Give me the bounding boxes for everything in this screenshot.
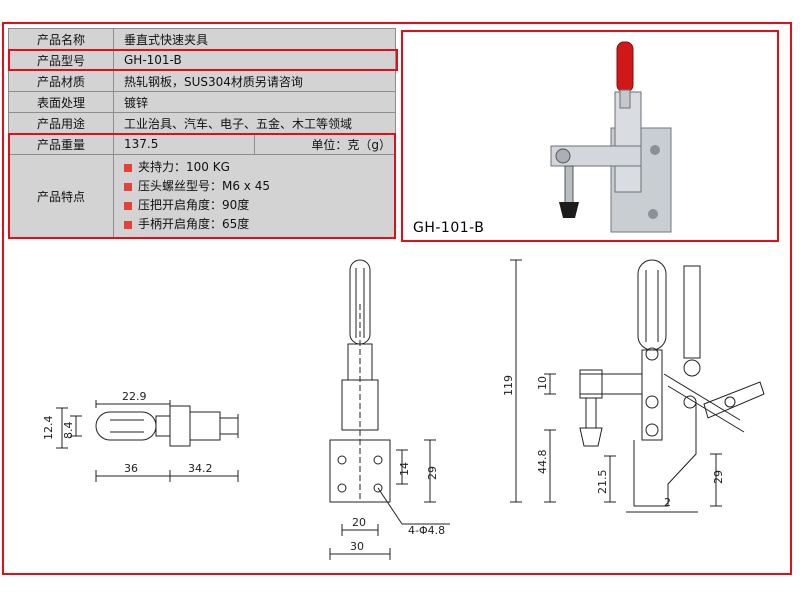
spec-label: 产品重量 xyxy=(8,133,114,155)
spec-label: 产品材质 xyxy=(8,70,114,92)
spec-value: 镀锌 xyxy=(113,91,396,113)
dim-top-8-4: 8.4 xyxy=(62,422,75,440)
dim-top-34-2: 34.2 xyxy=(188,462,213,475)
weight-value: 137.5 xyxy=(113,133,255,155)
top-view xyxy=(56,400,239,482)
side-view xyxy=(510,259,765,513)
product-photo-box: GH-101-B xyxy=(401,30,779,242)
product-photo: GH-101-B xyxy=(413,41,672,236)
feature-text: 压把开启角度：90度 xyxy=(138,198,250,212)
model-row-highlight xyxy=(8,49,398,71)
weight-unit: 单位：克（g） xyxy=(254,133,396,155)
bullet-square-icon xyxy=(124,163,132,172)
spec-row-weight: 产品重量 137.5 单位：克（g） xyxy=(8,133,396,155)
dim-front-14: 14 xyxy=(398,462,411,476)
dim-front-20: 20 xyxy=(352,516,366,529)
feature-item: 夹持力：100 KG xyxy=(124,158,391,177)
feature-text: 压头螺丝型号：M6 x 45 xyxy=(138,179,270,193)
spec-value: 垂直式快速夹具 xyxy=(113,28,396,50)
feature-text: 手柄开启角度：65度 xyxy=(138,217,250,231)
dim-side-44-8: 44.8 xyxy=(536,450,549,475)
spec-value: 工业治具、汽车、电子、五金、木工等领域 xyxy=(113,112,396,134)
dim-side-10: 10 xyxy=(536,376,549,390)
features-cell: 夹持力：100 KG 压头螺丝型号：M6 x 45 压把开启角度：90度 手柄开… xyxy=(113,154,396,238)
front-view-labels: 14 29 20 30 4-Φ4.8 xyxy=(350,462,445,553)
weight-features-highlight xyxy=(8,133,396,239)
dim-side-2: 2 xyxy=(664,496,671,509)
spec-value: 热轧钢板，SUS304材质另请咨询 xyxy=(113,70,396,92)
bullet-square-icon xyxy=(124,182,132,191)
feature-list: 夹持力：100 KG 压头螺丝型号：M6 x 45 压把开启角度：90度 手柄开… xyxy=(124,158,391,234)
outer-frame xyxy=(2,22,792,575)
dim-top-22-9: 22.9 xyxy=(122,390,147,403)
feature-text: 夹持力：100 KG xyxy=(138,160,230,174)
top-view-labels: 22.9 12.4 8.4 36 34.2 xyxy=(42,390,213,475)
bullet-square-icon xyxy=(124,220,132,229)
dim-front-29: 29 xyxy=(426,466,439,480)
feature-item: 压把开启角度：90度 xyxy=(124,196,391,215)
dim-side-21-5: 21.5 xyxy=(596,470,609,495)
dim-front-30: 30 xyxy=(350,540,364,553)
spec-row-material: 产品材质 热轧钢板，SUS304材质另请咨询 xyxy=(8,70,396,92)
front-view xyxy=(329,259,450,560)
bullet-square-icon xyxy=(124,201,132,210)
feature-item: 手柄开启角度：65度 xyxy=(124,215,391,234)
spec-row-usage: 产品用途 工业治具、汽车、电子、五金、木工等领域 xyxy=(8,112,396,134)
dim-front-hole: 4-Φ4.8 xyxy=(408,524,445,537)
dim-side-119: 119 xyxy=(502,375,515,396)
spec-label: 产品用途 xyxy=(8,112,114,134)
dim-top-36: 36 xyxy=(124,462,138,475)
photo-caption: GH-101-B xyxy=(413,220,484,236)
dim-top-12-4: 12.4 xyxy=(42,416,55,441)
spec-row-name: 产品名称 垂直式快速夹具 xyxy=(8,28,396,50)
feature-item: 压头螺丝型号：M6 x 45 xyxy=(124,177,391,196)
spec-label: 表面处理 xyxy=(8,91,114,113)
dim-side-29: 29 xyxy=(712,470,725,484)
spec-row-finish: 表面处理 镀锌 xyxy=(8,91,396,113)
spec-row-features: 产品特点 夹持力：100 KG 压头螺丝型号：M6 x 45 压把开启角度：90… xyxy=(8,154,396,238)
technical-drawing: 22.9 12.4 8.4 36 34.2 14 29 20 30 4-Φ4.8 xyxy=(42,259,765,560)
side-view-labels: 119 10 44.8 21.5 2 29 xyxy=(502,375,725,509)
spec-label: 产品名称 xyxy=(8,28,114,50)
